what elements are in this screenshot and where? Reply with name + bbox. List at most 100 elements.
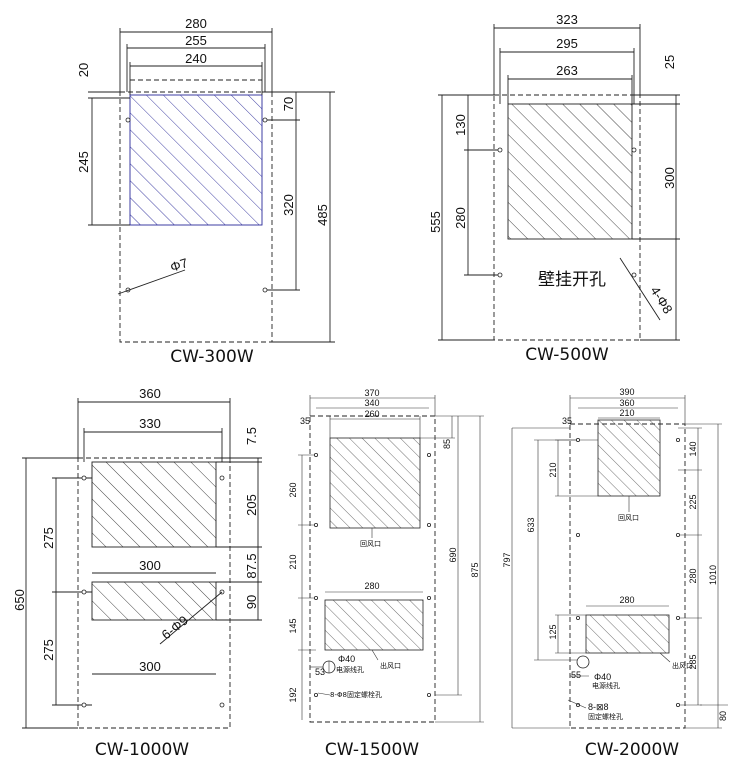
cw2000-dim-390: 390 (619, 387, 634, 397)
cw1500-hole (426, 452, 431, 457)
cw300-dim-20: 20 (76, 63, 91, 77)
cw500-hole (631, 147, 637, 153)
cw1500-dim-260: 260 (364, 409, 379, 419)
cw2000-dim-80: 80 (718, 711, 728, 721)
panel-cw2000: 390 360 210 35 797 633 210 125 140 225 2… (502, 387, 728, 760)
cw1500-dim-875: 875 (470, 562, 480, 577)
cw1000-hole (219, 475, 225, 481)
cw2000-dim-797: 797 (502, 552, 512, 567)
cw1500-dim-35: 35 (300, 416, 310, 426)
cw1000-dim-300-top: 300 (139, 558, 161, 573)
cw2000-dim-140: 140 (688, 441, 698, 456)
cw2000-dim-285: 285 (688, 654, 698, 669)
cw1000-dim-275-bottom: 275 (41, 639, 56, 661)
cw1000-outline (77, 457, 231, 729)
cw300-cutout (129, 94, 263, 226)
cw1500-hole (313, 452, 318, 457)
cw2000-dim-280-right: 280 (688, 568, 698, 583)
cw2000-dim-125: 125 (548, 624, 558, 639)
cw1000-dim-330: 330 (139, 416, 161, 431)
panel-cw500: 323 295 263 25 300 555 130 280 壁挂开孔 4-Φ8… (428, 12, 680, 365)
cw2000-supply-note: 出风口 (672, 661, 693, 670)
cw500-cutout (507, 103, 633, 240)
cw1000-dim-87-5: 87.5 (244, 553, 259, 578)
cw1000-dim-650: 650 (12, 589, 27, 611)
cw500-dim-263: 263 (556, 63, 578, 78)
cw300-outline (119, 91, 273, 343)
cw300-dim-485: 485 (315, 204, 330, 226)
cw2000-dim-360: 360 (619, 398, 634, 408)
cw2000-power-hole (576, 655, 590, 669)
cw2000-dim-225: 225 (688, 494, 698, 509)
cw300-hole (262, 287, 268, 293)
cw2000-dim-210-left: 210 (548, 462, 558, 477)
cw1500-bolt-note: 8-Φ8固定螺栓孔 (330, 690, 382, 699)
cw2000-dim-55: 55 (571, 670, 581, 680)
cw1000-hole (81, 475, 87, 481)
panel-cw1500: 370 340 260 35 85 690 875 260 210 145 19… (288, 388, 484, 760)
cw500-dim-25: 25 (662, 55, 677, 69)
cw2000-hole (576, 616, 581, 621)
cw2000-dim-phi40: Φ40 (594, 672, 611, 682)
cw2000-bolt-note: 固定螺栓孔 (588, 712, 623, 721)
cw500-dim-295: 295 (556, 36, 578, 51)
cw500-hole (497, 272, 503, 278)
cw500-dim-555: 555 (428, 211, 443, 233)
cw2000-dim-210-top: 210 (619, 408, 634, 418)
cw300-hole (262, 117, 268, 123)
cw500-hole (497, 147, 503, 153)
cw2000-hole (676, 533, 681, 538)
cw2000-supply-cutout (585, 614, 670, 654)
cw1500-hole (313, 596, 318, 601)
cw2000-power-note: 电源线孔 (592, 681, 620, 690)
cw2000-return-cutout (597, 419, 661, 497)
cw500-dim-280: 280 (453, 207, 468, 229)
cw2000-hole (676, 703, 681, 708)
cw2000-dim-633: 633 (526, 517, 536, 532)
cw300-dim-70: 70 (281, 97, 296, 111)
cw1000-hole (81, 589, 87, 595)
cw1500-label: CW-1500W (325, 740, 419, 760)
cw2000-hole (676, 437, 681, 442)
cw300-label: CW-300W (170, 347, 254, 367)
cw1000-dim-90: 90 (244, 595, 259, 609)
cw1500-dim-260-left: 260 (288, 482, 298, 497)
cw1500-dim-53: 53 (315, 667, 325, 677)
cw1500-dim-280: 280 (364, 581, 379, 591)
cw500-label: CW-500W (525, 345, 609, 365)
cw2000-hole (576, 437, 581, 442)
cw1000-dim-275-top: 275 (41, 527, 56, 549)
cw1000-dim-360: 360 (139, 386, 161, 401)
cw500-dim-300: 300 (662, 167, 677, 189)
cw1500-hole (313, 523, 318, 528)
cw1500-dim-370: 370 (364, 388, 379, 398)
cw2000-dim-280-width: 280 (619, 595, 634, 605)
cw1500-supply-note: 出风口 (380, 661, 401, 670)
cw1500-dim-192: 192 (288, 687, 298, 702)
cw500-dim-holes: 4-Φ8 (647, 284, 675, 317)
cw1000-cutout-bottom (91, 581, 217, 621)
cw1500-power-note: 电源线孔 (336, 665, 364, 674)
cw1000-dim-300-bottom: 300 (139, 659, 161, 674)
cw500-dim-323: 323 (556, 12, 578, 27)
cw1500-hole (426, 523, 431, 528)
cw300-dim-320: 320 (281, 194, 296, 216)
cw2000-dim-35: 35 (562, 416, 572, 426)
cw1500-supply-cutout (324, 599, 424, 651)
cw1000-cutout-top (91, 461, 217, 548)
cw300-dim-240: 240 (185, 51, 207, 66)
cw2000-return-note: 回风口 (618, 514, 639, 522)
cw500-outline (493, 94, 641, 341)
cw1500-hole (313, 693, 318, 698)
cw1500-dim-85: 85 (442, 439, 452, 449)
cw1000-hole (219, 702, 225, 708)
cw1000-dim-205: 205 (244, 494, 259, 516)
cw500-mount-note: 壁挂开孔 (538, 270, 606, 290)
cw500-hole (631, 272, 637, 278)
cw1500-dim-phi40: Φ40 (338, 654, 355, 664)
cw300-dim-255: 255 (185, 33, 207, 48)
cw1000-dim-7-5: 7.5 (244, 427, 259, 445)
cw2000-hole (676, 616, 681, 621)
cw2000-hole (576, 533, 581, 538)
